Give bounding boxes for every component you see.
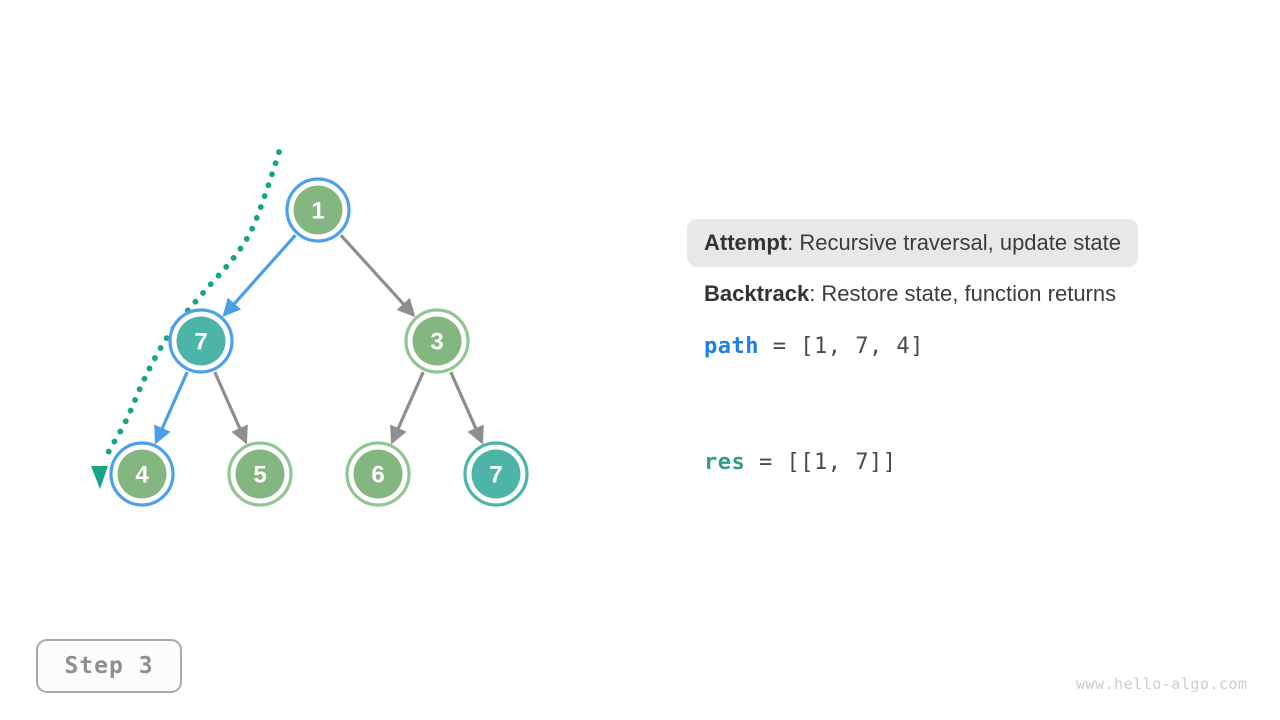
tree-node-value: 7 — [489, 462, 502, 489]
tree-edge-n1-n3 — [339, 234, 416, 318]
tree-edge-n1-n7l — [222, 234, 297, 317]
res-variable-name: res — [704, 450, 746, 475]
tree-node-n3: 3 — [404, 308, 470, 374]
backtrack-callout: Backtrack: Restore state, function retur… — [704, 281, 1116, 307]
backtrack-label: Backtrack — [704, 281, 810, 306]
tree-node-value: 6 — [371, 462, 384, 489]
tree-edge-n7l-n5 — [213, 371, 248, 445]
tree-node-n5: 5 — [227, 441, 293, 507]
tree-edge-n3-n7r — [449, 371, 484, 445]
step-badge: Step 3 — [36, 639, 182, 693]
tree-node-n7r: 7 — [463, 441, 529, 507]
tree-edge-n7l-n4 — [154, 371, 189, 445]
tree-node-n7l: 7 — [168, 308, 234, 374]
step-label: Step 3 — [64, 653, 154, 679]
attempt-label: Attempt — [704, 230, 788, 255]
tree-node-value: 7 — [194, 329, 207, 356]
tree-node-value: 5 — [253, 462, 266, 489]
attempt-callout: Attempt: Recursive traversal, update sta… — [687, 219, 1138, 267]
tree-node-n6: 6 — [345, 441, 411, 507]
tree-edge-n3-n6 — [390, 371, 425, 445]
tree-node-n4: 4 — [109, 441, 175, 507]
watermark: www.hello-algo.com — [1076, 675, 1248, 693]
res-variable-value: = [[1, 7]] — [745, 450, 897, 475]
traversal-trace-arrowhead — [91, 466, 108, 489]
tree-node-n1: 1 — [285, 177, 351, 243]
res-variable-line: res = [[1, 7]] — [704, 449, 896, 476]
tree-node-value: 3 — [430, 329, 443, 356]
path-variable-name: path — [704, 334, 759, 359]
binary-tree-diagram: 1 7 3 4 5 6 7 — [91, 149, 529, 507]
backtrack-text: : Restore state, function returns — [809, 281, 1117, 306]
attempt-text: : Recursive traversal, update state — [787, 230, 1121, 255]
tree-node-value: 1 — [311, 198, 324, 225]
path-variable-line: path = [1, 7, 4] — [704, 333, 924, 360]
tree-node-value: 4 — [135, 462, 149, 489]
path-variable-value: = [1, 7, 4] — [758, 334, 924, 359]
traversal-trace-dotted-path — [102, 149, 282, 462]
